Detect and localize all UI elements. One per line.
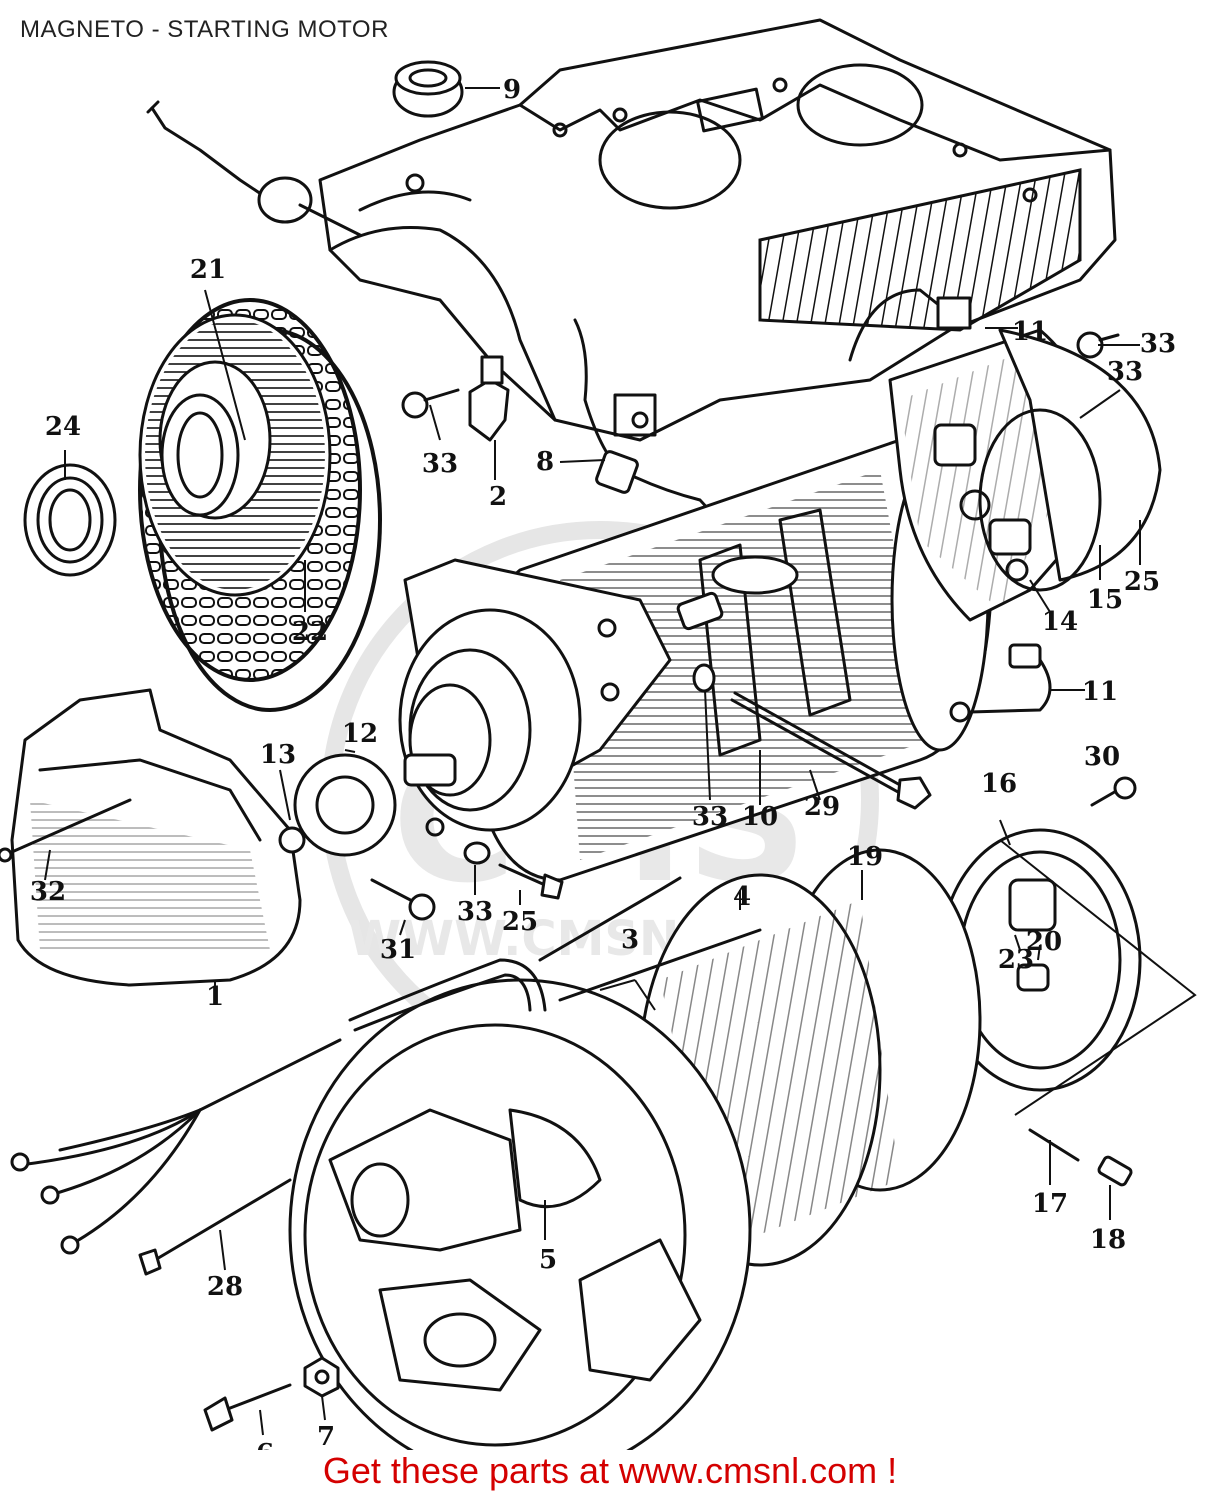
callout-33-top: 33 [1107, 357, 1143, 387]
callout-30: 33 [422, 449, 458, 479]
callout-7: 7 [317, 1422, 335, 1450]
part-bolt-26 [138, 1178, 292, 1276]
callout-6: 6 [256, 1439, 274, 1450]
footer-banner: Get these parts at www.cmsnl.com ! [0, 1450, 1220, 1492]
callout-25-right: 25 [1124, 567, 1160, 597]
leader-lines [44, 87, 1197, 1436]
callout-11-lower: 11 [1082, 677, 1118, 707]
callout-16: 16 [981, 769, 1017, 799]
callout-19: 19 [847, 842, 883, 872]
callout-20: 20 [1026, 927, 1062, 957]
diagram-title: MAGNETO - STARTING MOTOR [20, 16, 389, 43]
part-cam-chain-sprocket [138, 298, 382, 712]
callout-29: 33 [1140, 329, 1176, 359]
callout-31: 31 [380, 935, 416, 965]
part-washer-33-a [692, 663, 716, 693]
callout-32: 32 [30, 877, 66, 907]
callout-9: 9 [503, 75, 521, 105]
callout-33-mid: 33 [692, 802, 728, 832]
callout-12: 12 [342, 719, 378, 749]
callout-5: 5 [539, 1245, 557, 1275]
footer-suffix: ! [877, 1450, 898, 1491]
callout-23: 23 [998, 945, 1034, 975]
part-spring [1028, 1128, 1080, 1162]
part-grommet [392, 60, 464, 118]
footer-link[interactable]: www.cmsnl.com [619, 1450, 878, 1491]
part-screw-30 [401, 388, 460, 419]
callout-15: 15 [1087, 585, 1123, 615]
callout-33-low: 33 [457, 897, 493, 927]
part-screw-28 [1090, 776, 1137, 807]
crankcase [318, 18, 1117, 442]
callout-24: 24 [45, 412, 81, 442]
part-cable-top [146, 100, 362, 237]
callout-8: 8 [536, 447, 554, 477]
callout-labels: 9 11 33 33 33 2 8 15 25 14 11 21 22 24 1… [30, 75, 1176, 1450]
part-through-bolt-27 [730, 691, 932, 810]
part-wire-harness [348, 958, 547, 1022]
part-brush-holder [888, 328, 1162, 622]
part-magneto-rotor [938, 828, 1142, 1092]
callout-27: 29 [804, 792, 840, 822]
callout-10: 10 [742, 802, 778, 832]
callout-17: 17 [1032, 1189, 1068, 1219]
callout-11-top: 11 [1012, 317, 1048, 347]
callout-28: 30 [1084, 742, 1120, 772]
callout-14: 14 [1042, 607, 1078, 637]
part-sprocket-cover [0, 688, 302, 987]
callout-26: 28 [207, 1272, 243, 1302]
part-bracket [468, 378, 510, 442]
part-lead-wires [10, 1038, 342, 1255]
part-brush-lead [949, 643, 1052, 723]
part-screw-31 [370, 878, 436, 921]
part-screw-25 [498, 863, 564, 900]
callout-18: 18 [1090, 1225, 1126, 1255]
callout-13: 13 [260, 740, 296, 770]
callout-25-low: 25 [502, 907, 538, 937]
part-pin [1097, 1155, 1133, 1187]
callout-21: 21 [190, 255, 226, 285]
part-bearing [23, 463, 117, 577]
part-bolt-6 [203, 1383, 292, 1432]
part-starter-sprocket [278, 753, 397, 857]
part-magneto-housing [288, 928, 762, 1450]
part-nut-7 [303, 1356, 340, 1398]
callout-22: 22 [292, 617, 328, 647]
callout-1: 1 [206, 982, 224, 1012]
part-washer-33-b [463, 841, 491, 865]
callout-3: 3 [621, 925, 639, 955]
exploded-parts-diagram: CMS WWW.CMSNL.COM [0, 18, 1197, 1450]
footer-prefix: Get these parts at [322, 1450, 620, 1491]
callout-4: 4 [733, 882, 751, 912]
callout-2: 2 [489, 482, 507, 512]
